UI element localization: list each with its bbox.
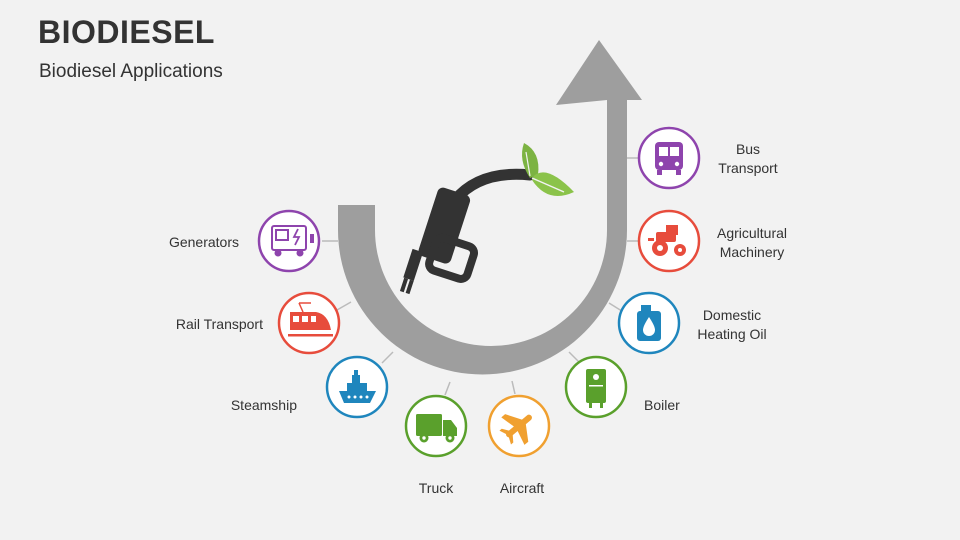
airplane-icon <box>499 414 532 445</box>
boiler-icon <box>586 369 606 408</box>
u-arrow <box>338 40 642 375</box>
leaf-icon <box>522 143 574 196</box>
circle-agri <box>637 209 701 273</box>
circle-steamship <box>325 355 389 419</box>
circle-rail <box>277 291 341 355</box>
circle-aircraft <box>487 394 551 458</box>
connector-boiler <box>568 351 580 363</box>
connector-lines <box>322 157 640 396</box>
ship-icon <box>339 370 376 403</box>
train-icon <box>288 302 333 337</box>
circle-truck <box>404 394 468 458</box>
label-truck: Truck <box>418 480 454 496</box>
generator-icon <box>271 225 314 257</box>
circle-bus <box>637 126 701 190</box>
circle-generators <box>257 209 321 273</box>
page-subtitle: Biodiesel Applications <box>39 61 223 82</box>
oil-canister-icon <box>637 305 661 341</box>
label-aircraft: Aircraft <box>499 480 545 496</box>
tractor-icon <box>648 225 686 256</box>
label-steamship: Steamship <box>230 397 297 413</box>
label-generators: Generators <box>168 234 239 250</box>
bus-icon <box>655 142 683 175</box>
label-rail: Rail Transport <box>175 316 263 332</box>
fuel-nozzle-icon <box>399 168 536 295</box>
connector-aircraft <box>511 380 516 395</box>
truck-icon <box>416 414 457 443</box>
connector-rail <box>336 301 352 311</box>
page-title: BIODIESEL <box>38 14 215 50</box>
circle-heating <box>617 291 681 355</box>
label-boiler: Boiler <box>644 397 680 413</box>
connector-truck <box>444 381 451 396</box>
connector-steamship <box>381 351 394 364</box>
circle-boiler <box>564 355 628 419</box>
